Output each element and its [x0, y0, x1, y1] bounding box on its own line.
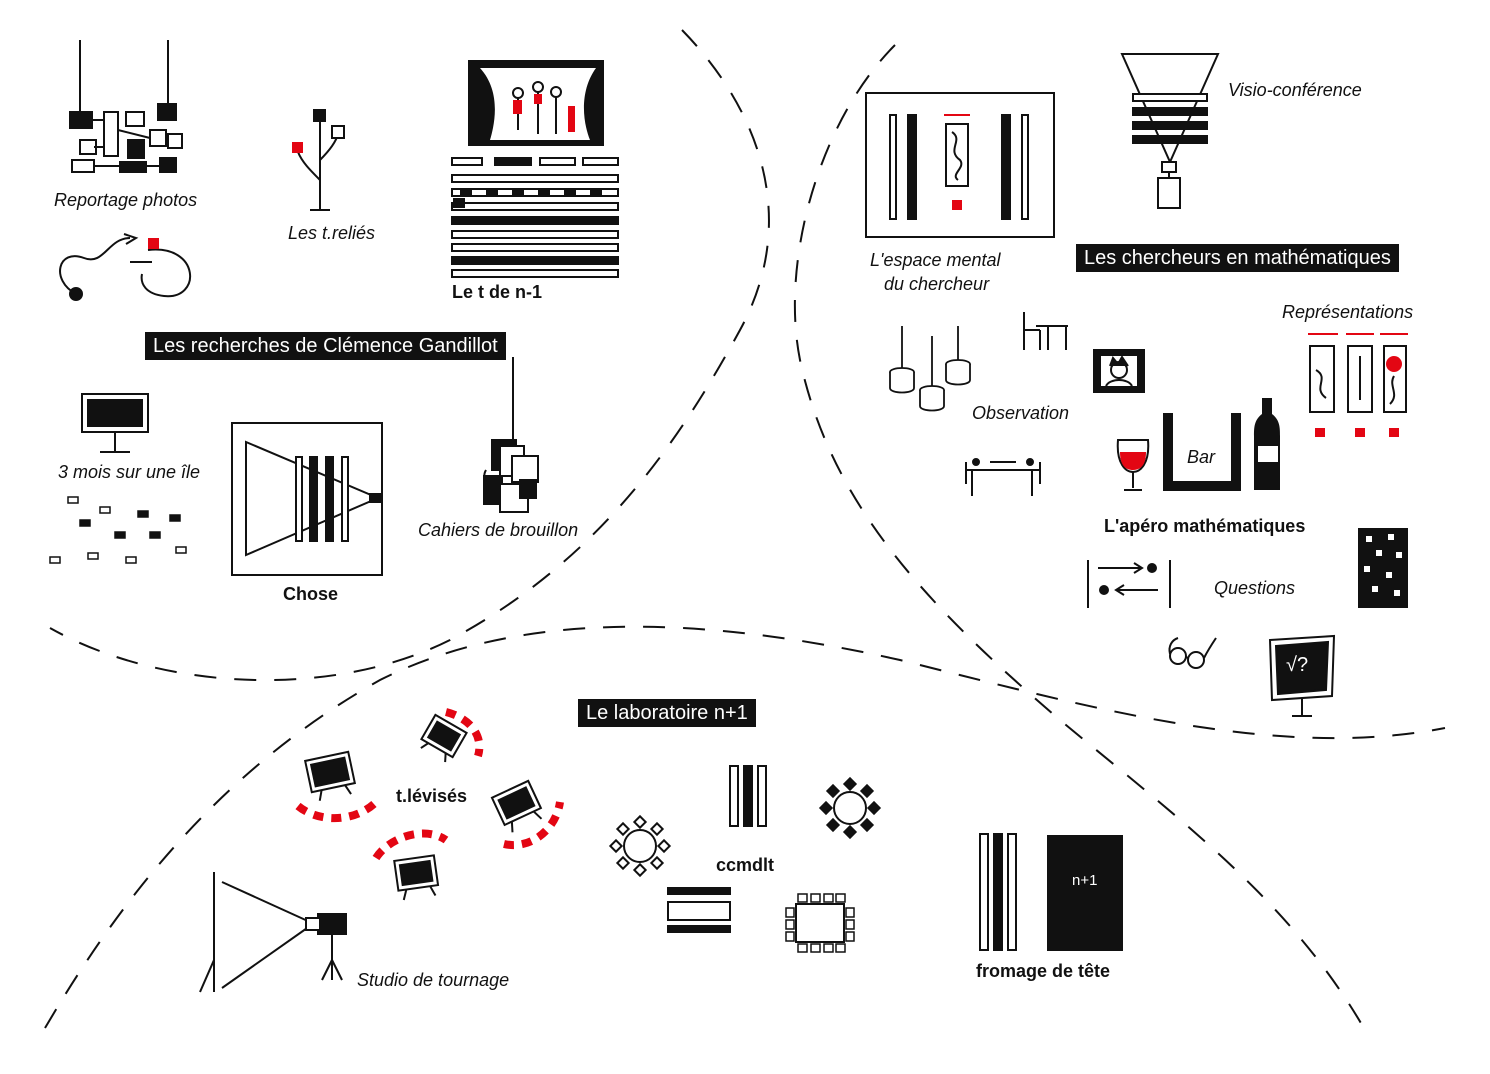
loop-arrow-icon [59, 233, 192, 301]
mental-space-icon [865, 92, 1055, 238]
starfield-panel-icon [1358, 528, 1408, 608]
label-observation: Observation [972, 403, 1070, 423]
camera-studio-icon [199, 872, 347, 993]
theatre-stage-icon [468, 60, 604, 146]
section-heading-clemence: Les recherches de Clémence Gandillot [145, 332, 506, 360]
label-espace-mental-1: L'espace mental [870, 250, 1001, 270]
label-sqrt-question: √? [1286, 654, 1309, 676]
stacked-bars-icon [451, 157, 619, 278]
label-n-plus-1: n+1 [1072, 872, 1098, 889]
label-representations: Représentations [1282, 302, 1414, 322]
label-ccmdlt: ccmdlt [716, 855, 775, 875]
region-boundaries [44, 29, 1446, 1031]
label-questions: Questions [1214, 578, 1296, 598]
observation-table-icon [965, 458, 1041, 496]
label-cahiers: Cahiers de brouillon [418, 520, 579, 540]
glasses-icon [1168, 637, 1217, 669]
notebooks-icon [483, 439, 539, 513]
representations-icon [1308, 333, 1408, 437]
label-fromage: fromage de tête [976, 961, 1111, 981]
label-espace-mental-2: du chercheur [884, 274, 990, 294]
section-heading-laboratoire: Le laboratoire n+1 [578, 699, 756, 727]
tv-sets-icon [303, 713, 543, 901]
label-chose: Chose [283, 584, 339, 604]
label-tlevises: t.lévisés [396, 786, 468, 806]
label-3-mois: 3 mois sur une île [58, 462, 201, 482]
boundary-bottom-curve [44, 625, 1446, 1029]
label-studio: Studio de tournage [357, 970, 510, 990]
section-heading-chercheurs: Les chercheurs en mathématiques [1076, 244, 1399, 272]
reportage-photos-icon [69, 40, 183, 173]
portrait-frame-icon [1093, 349, 1145, 393]
fromage-de-tete-icon [979, 833, 1123, 951]
label-treliés: Les t.reliés [288, 223, 376, 243]
questions-exchange-icon [1087, 560, 1171, 608]
wine-glass-icon [1116, 439, 1150, 491]
red-dashed-arcs [295, 708, 564, 861]
bar-counter-icon [1163, 413, 1241, 491]
blackboard-question-icon [1268, 634, 1336, 717]
boundary-right-curve [793, 44, 1366, 1031]
monitor-icon [81, 393, 149, 453]
treliés-tree-icon [292, 109, 345, 211]
label-bar: Bar [1187, 447, 1216, 467]
label-reportage-photos: Reportage photos [54, 190, 198, 210]
chose-diagram-icon [231, 422, 383, 576]
hanging-lamps-icon [889, 326, 971, 412]
islands-dots-icon [49, 496, 187, 564]
projector-funnel-icon [1120, 53, 1220, 209]
wine-bottle-icon [1254, 398, 1280, 490]
ccmdlt-furniture-icon [608, 765, 882, 953]
label-visio: Visio-conférence [1228, 80, 1362, 100]
boundary-left-curve [49, 29, 770, 682]
chair-table-icon [1023, 312, 1068, 350]
label-t-de-n-1: Le t de n-1 [452, 282, 543, 302]
label-apero: L'apéro mathématiques [1104, 516, 1306, 536]
